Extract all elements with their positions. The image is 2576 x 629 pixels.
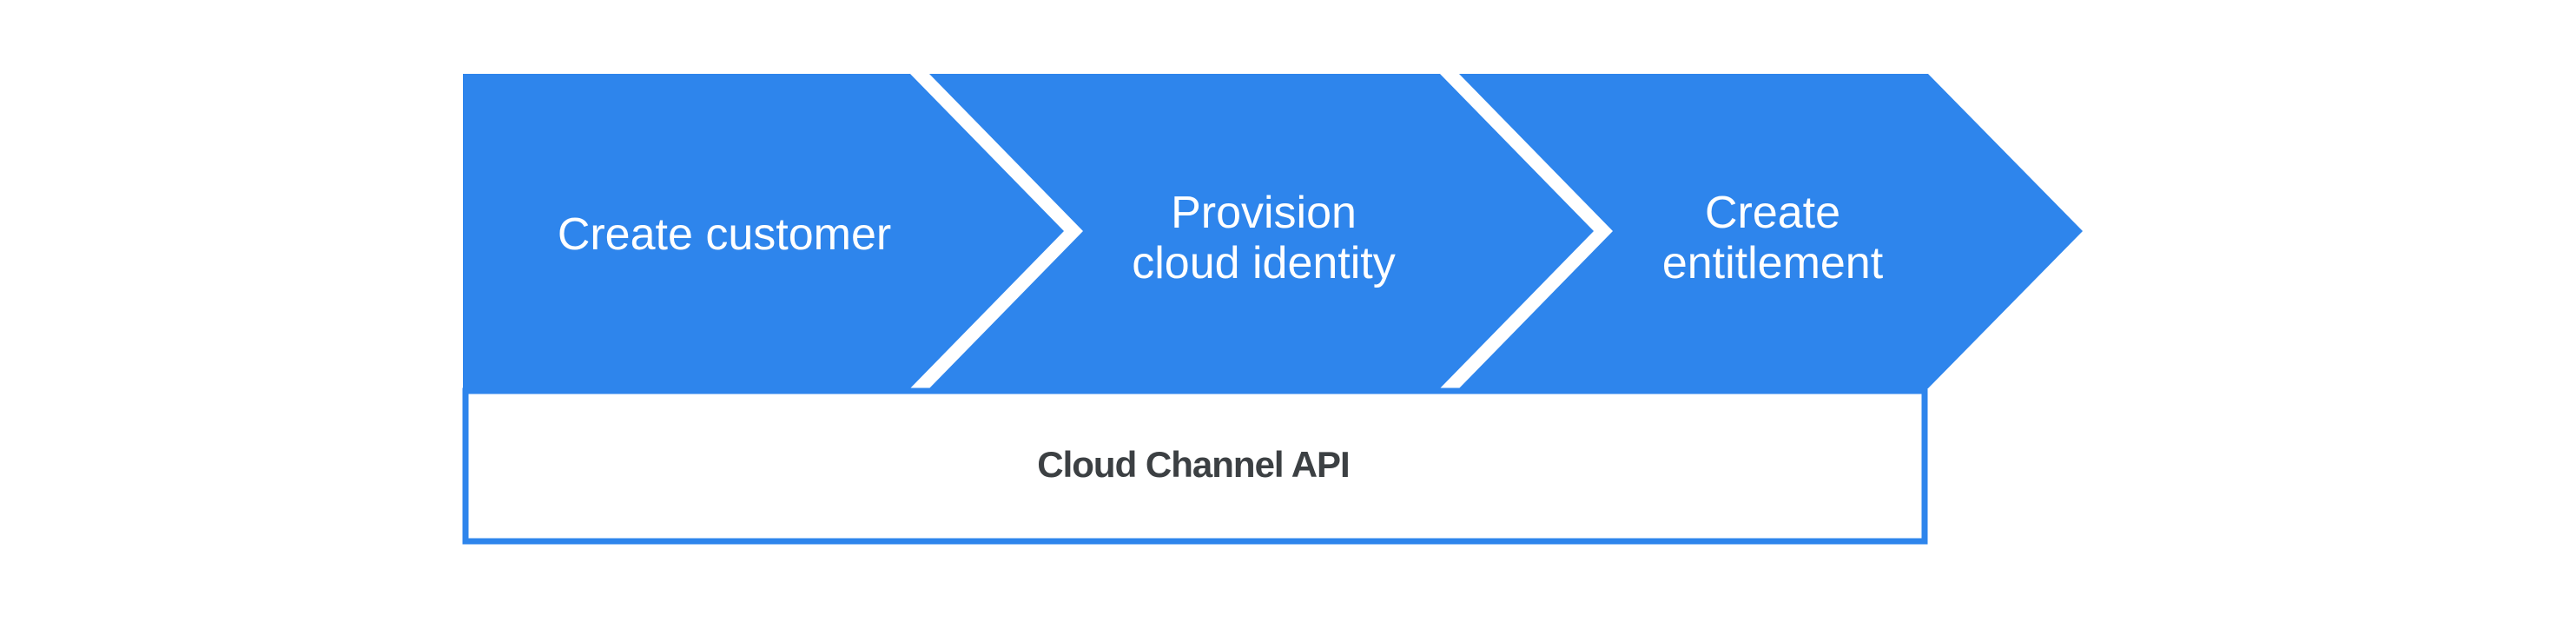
step-label-create-customer: Create customer [557,209,892,260]
step-shape-provision-cloud-identity [929,74,1594,388]
step-label-create-entitlement: Create entitlement [1661,187,1884,288]
step-label-provision-cloud-identity: Provision cloud identity [1132,187,1396,288]
cloud-channel-api-label: Cloud Channel API [1037,444,1350,485]
step-shape-create-customer [463,74,1064,388]
step-shape-create-entitlement [1459,74,2083,388]
cloud-channel-api-box [462,387,1928,545]
